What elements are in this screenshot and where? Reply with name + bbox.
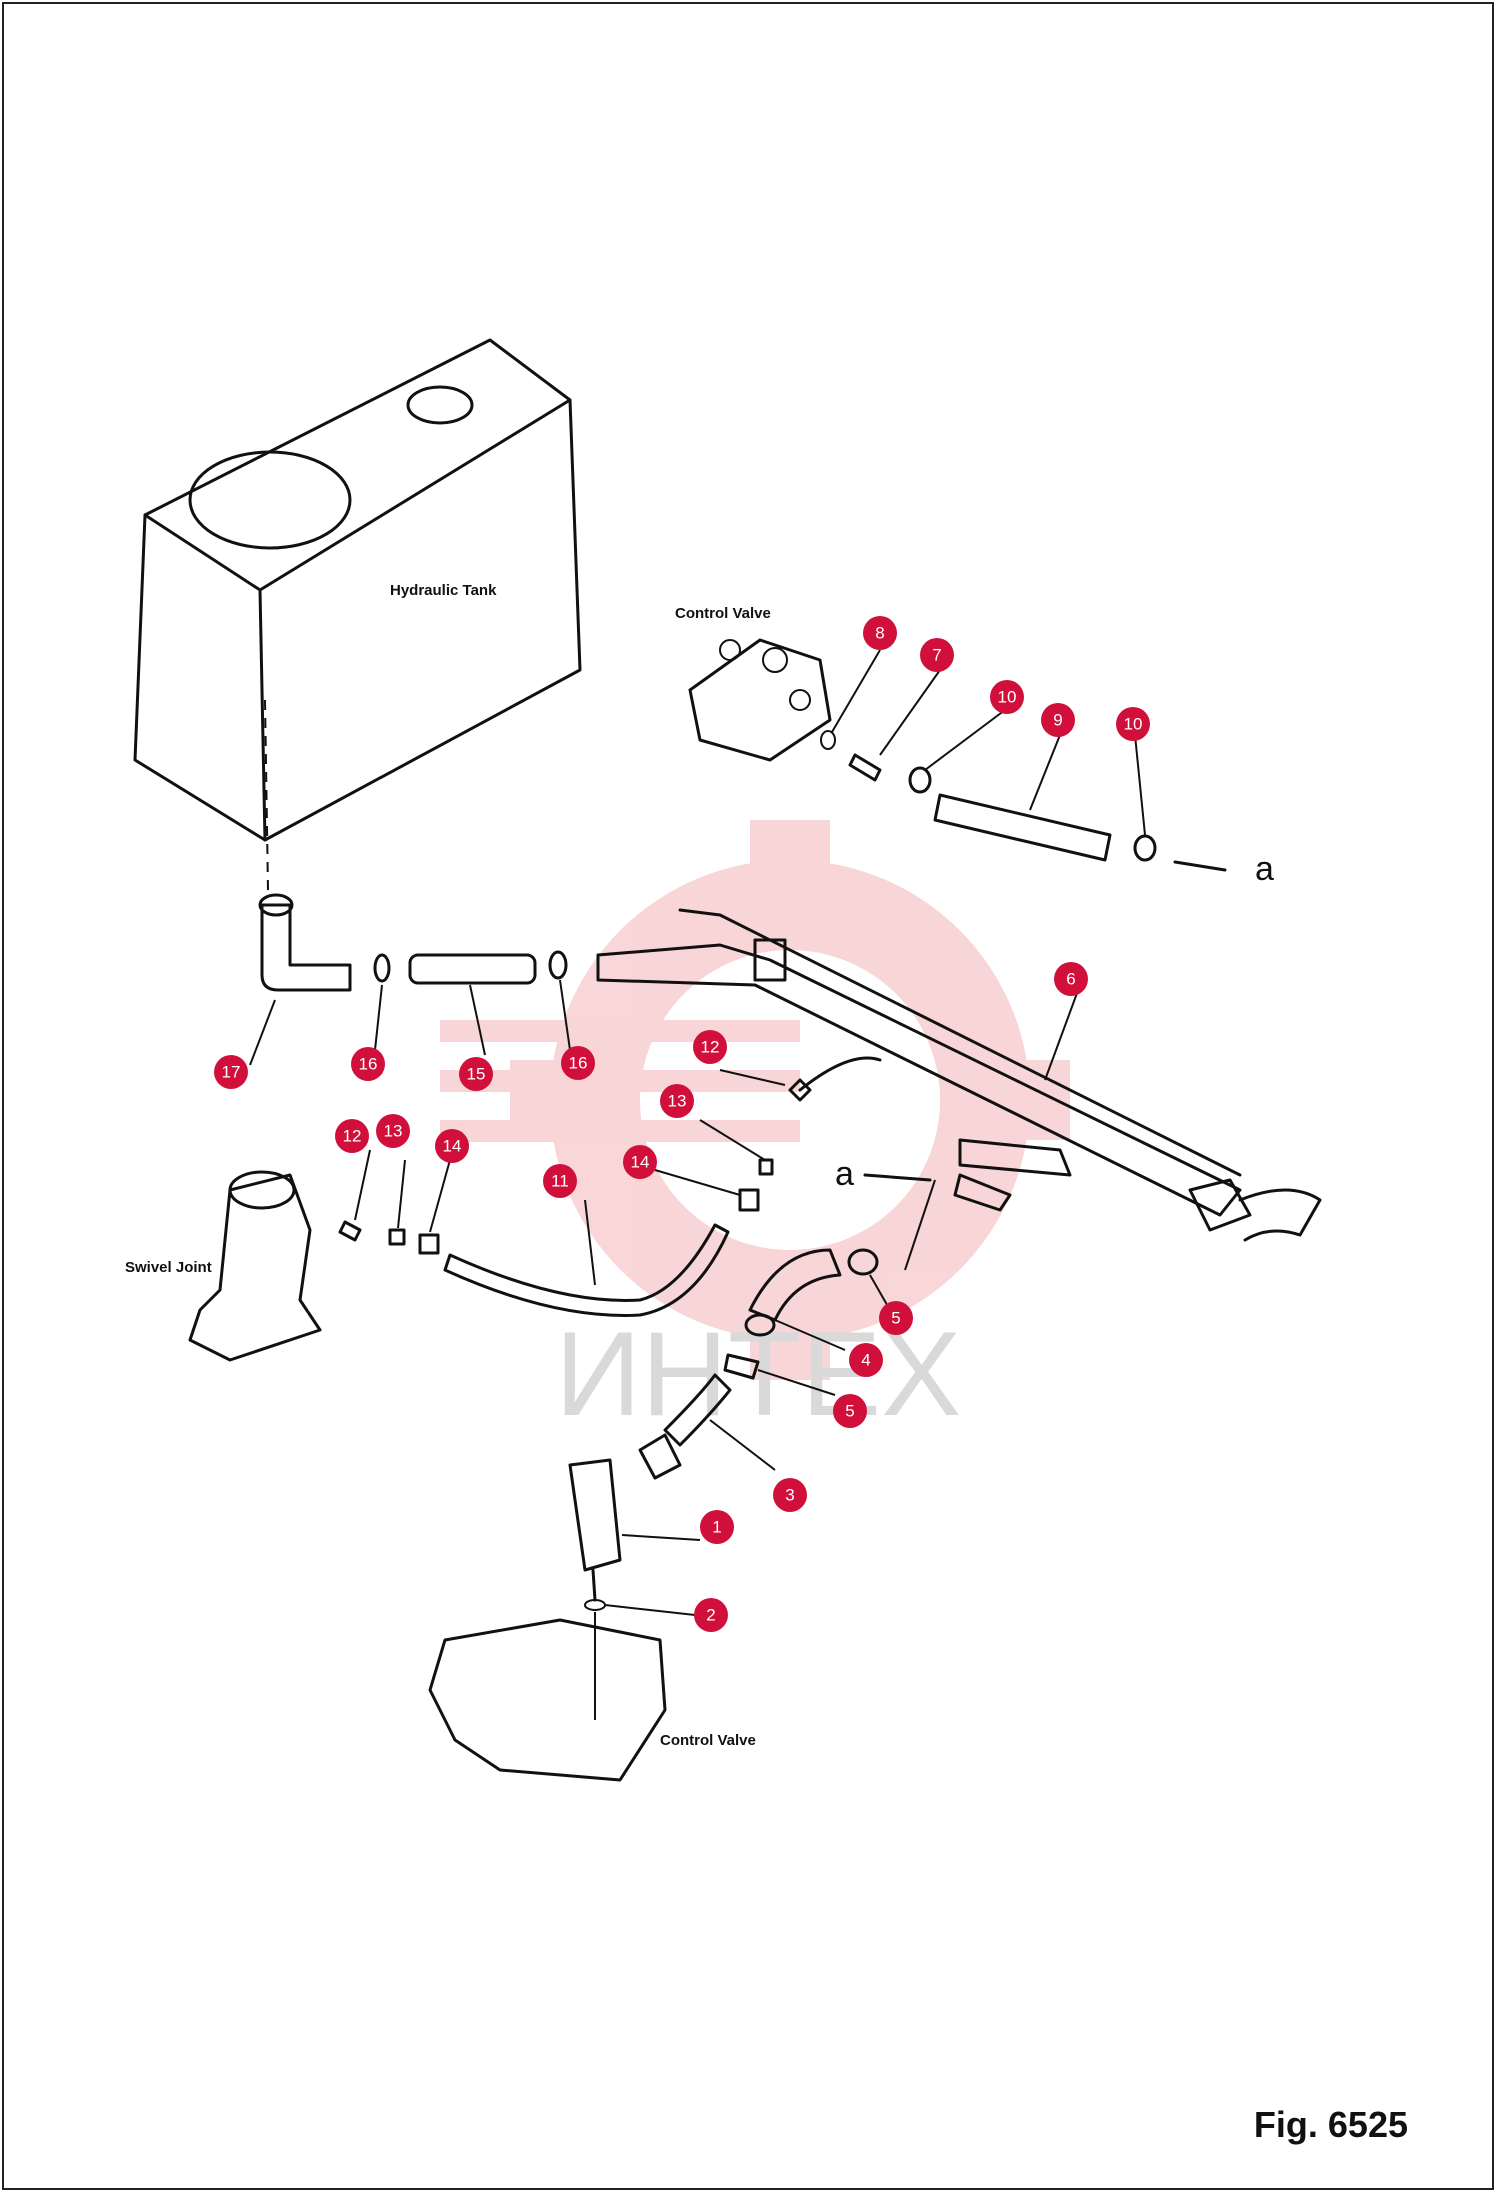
badge-2: 2 <box>694 1598 728 1632</box>
svg-text:8: 8 <box>875 624 884 643</box>
badge-15: 15 <box>459 1057 493 1091</box>
svg-text:14: 14 <box>631 1153 650 1172</box>
svg-text:11: 11 <box>551 1172 569 1191</box>
hose-11 <box>338 1220 730 1317</box>
badge-3: 3 <box>773 1478 807 1512</box>
badge-14b: 14 <box>435 1129 469 1163</box>
svg-text:16: 16 <box>359 1055 378 1074</box>
swivel-joint-label: Swivel Joint <box>125 1259 212 1276</box>
svg-text:4: 4 <box>861 1351 870 1370</box>
badge-11: 11 <box>543 1164 577 1198</box>
svg-text:15: 15 <box>467 1065 486 1084</box>
svg-text:16: 16 <box>569 1054 588 1073</box>
badge-8: 8 <box>863 616 897 650</box>
upper-fittings <box>738 1056 882 1212</box>
badge-16b: 16 <box>561 1046 595 1080</box>
hydraulic-tank: Hydraulic Tank <box>133 338 582 842</box>
svg-text:2: 2 <box>706 1606 715 1625</box>
svg-text:12: 12 <box>701 1038 720 1057</box>
hydraulic-tank-label: Hydraulic Tank <box>390 582 497 599</box>
swivel-joint: Swivel Joint <box>125 1170 322 1362</box>
svg-text:17: 17 <box>222 1063 241 1082</box>
badge-10b: 10 <box>1116 707 1150 741</box>
svg-text:14: 14 <box>443 1137 462 1156</box>
svg-text:12: 12 <box>343 1127 362 1146</box>
svg-text:1: 1 <box>712 1518 721 1537</box>
badge-1: 1 <box>700 1510 734 1544</box>
hoses-lower <box>638 1248 879 1480</box>
badge-13b: 13 <box>376 1114 410 1148</box>
main-pipe-assembly: a <box>258 699 1322 1242</box>
arrow-a-top: a <box>1255 850 1274 888</box>
badge-10: 10 <box>990 680 1024 714</box>
badge-12b: 12 <box>335 1119 369 1153</box>
svg-text:9: 9 <box>1053 711 1062 730</box>
badge-6: 6 <box>1054 962 1088 996</box>
badge-16: 16 <box>351 1047 385 1081</box>
arrow-a-mid: a <box>835 1155 854 1193</box>
badge-17: 17 <box>214 1055 248 1089</box>
control-valve-top-label: Control Valve <box>675 605 771 622</box>
svg-text:7: 7 <box>932 646 941 665</box>
badge-12: 12 <box>693 1030 727 1064</box>
svg-text:5: 5 <box>845 1402 854 1421</box>
svg-text:10: 10 <box>998 688 1017 707</box>
badge-5: 5 <box>879 1301 913 1335</box>
figure-number: Fig. 6525 <box>1253 2104 1408 2145</box>
svg-text:13: 13 <box>384 1122 403 1141</box>
svg-text:3: 3 <box>785 1486 794 1505</box>
badge-7: 7 <box>920 638 954 672</box>
svg-text:10: 10 <box>1124 715 1143 734</box>
svg-text:13: 13 <box>668 1092 687 1111</box>
top-fittings: a <box>820 730 1274 888</box>
control-valve-bottom: Control Valve <box>428 1458 756 1782</box>
badge-14: 14 <box>623 1145 657 1179</box>
badge-13: 13 <box>660 1084 694 1118</box>
control-valve-bottom-label: Control Valve <box>660 1732 756 1749</box>
leader-lines <box>249 649 1146 1616</box>
svg-text:6: 6 <box>1066 970 1075 989</box>
watermark-gear <box>440 820 1070 1380</box>
badges: 8 7 10 9 10 6 12 13 14 11 17 16 15 16 12… <box>214 616 1150 1632</box>
badge-9: 9 <box>1041 703 1075 737</box>
svg-text:5: 5 <box>891 1309 900 1328</box>
control-valve-top: Control Valve <box>675 605 832 762</box>
badge-5b: 5 <box>833 1394 867 1428</box>
badge-4: 4 <box>849 1343 883 1377</box>
